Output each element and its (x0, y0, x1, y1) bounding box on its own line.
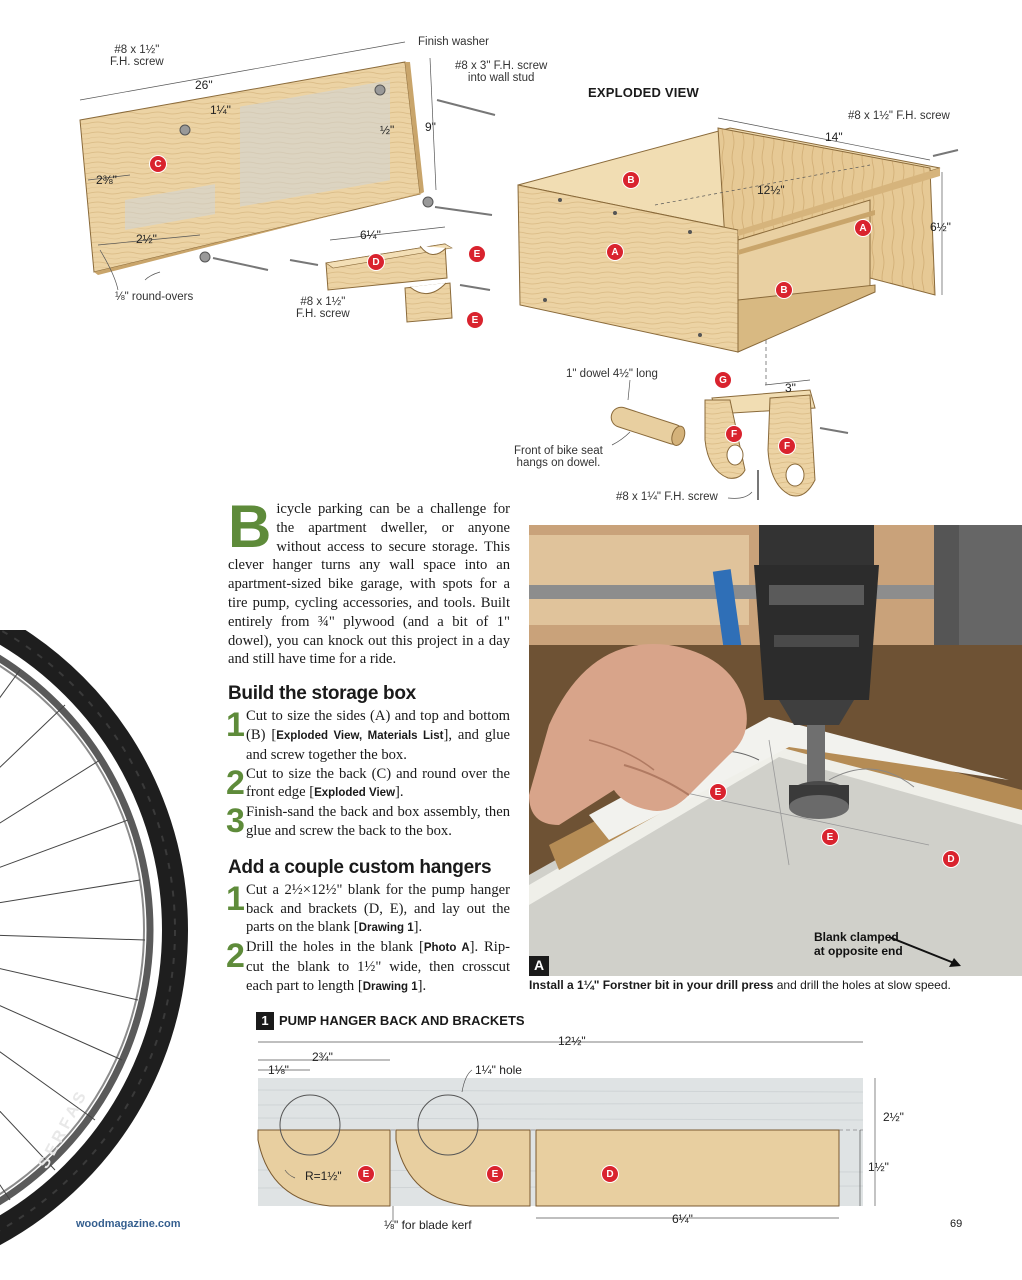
photo-a: A Blank clamped at opposite end E E D (529, 525, 1022, 976)
label-round-overs: ⅛" round-overs (115, 291, 194, 303)
d1-badge-e-1: E (357, 1165, 375, 1183)
step-reference: Drawing 1 (358, 922, 414, 935)
step-number: 2 (226, 763, 245, 802)
step-text: Finish-sand the back and box assembly, t… (246, 804, 510, 839)
step-text-end: ]. (413, 919, 423, 936)
bike-tire-illustration (0, 630, 188, 1245)
d1-dim-strip: 1½" (868, 1160, 889, 1174)
step-text-mid: ]. Rip-cut the blank to 1½" wide, then c… (246, 939, 510, 994)
part-badge-e-1: E (468, 245, 486, 263)
label-screw-top: #8 x 1½" F.H. screw (848, 110, 950, 122)
part-badge-f-2: F (778, 437, 796, 455)
section-heading-storage-box: Build the storage box (228, 683, 416, 705)
step-text: Drill the holes in the blank [ (246, 939, 424, 956)
drawing-1-number: 1 (256, 1012, 274, 1030)
step-text: Cut a 2½×12½" blank for the pump hanger … (246, 881, 510, 936)
part-badge-c: C (149, 155, 167, 173)
drawing-1-svg (257, 1041, 876, 1222)
d1-dim-back-length: 6¼" (672, 1212, 693, 1226)
step-number: 1 (226, 879, 245, 918)
photo-badge-d: D (942, 850, 960, 868)
label-screw-back: #8 x 1½" F.H. screw (110, 44, 164, 68)
footer-site[interactable]: woodmagazine.com (76, 1218, 181, 1230)
photo-badge-e-2: E (821, 828, 839, 846)
d1-dim-hole: 1¼" hole (475, 1063, 522, 1077)
step-text: Cut to size the back (C) and round over … (246, 765, 510, 801)
dim-back-width: 26" (195, 78, 213, 92)
caption-text: and drill the holes at slow speed. (773, 978, 951, 992)
label-finish-washer: Finish washer (418, 36, 489, 48)
step-reference: Exploded View, Materials List (276, 729, 444, 742)
part-badge-b-bottom: B (775, 281, 793, 299)
dim-bracket-width: 3" (785, 381, 796, 395)
dim-back-side: 2⅜" (96, 173, 117, 187)
step-text-end: ]. (395, 784, 404, 801)
dim-box-height: 6½" (930, 220, 951, 234)
dim-box-depth: 14" (825, 130, 843, 144)
d1-badge-d: D (601, 1165, 619, 1183)
drawing-1-title-text: PUMP HANGER BACK AND BRACKETS (279, 1013, 525, 1028)
photo-caption: Install a 1¼" Forstner bit in your drill… (529, 978, 1009, 993)
part-badge-e-2: E (466, 311, 484, 329)
step-reference: Photo A (423, 942, 470, 955)
d1-dim-height: 2½" (883, 1110, 904, 1124)
step-reference: Exploded View (314, 787, 396, 800)
d1-badge-e-2: E (486, 1165, 504, 1183)
photo-badge-e-1: E (709, 783, 727, 801)
photo-a-tag: A (534, 957, 545, 973)
part-badge-a-front: A (606, 243, 624, 261)
step-text: Cut to size the sides (A) and top and bo… (246, 708, 510, 743)
step-number: 3 (226, 802, 245, 841)
label-screw-bracket: #8 x 1¼" F.H. screw (616, 491, 718, 503)
d1-dim-kerf: ⅛" for blade kerf (384, 1218, 472, 1232)
d1-dim-small: 1⅛" (268, 1063, 289, 1077)
exploded-view-illustration: EXPLODED VIEW #8 x 1½" F.H. screw Finish… (0, 0, 1022, 503)
step-text-end: ]. (417, 977, 427, 994)
step-number: 2 (226, 937, 245, 976)
photo-callout: Blank clamped at opposite end (814, 930, 903, 958)
part-badge-g: G (714, 371, 732, 389)
part-badge-d: D (367, 253, 385, 271)
dim-back-bottom: 2½" (136, 232, 157, 246)
part-badge-a-back: A (854, 219, 872, 237)
d1-dim-first: 2¾" (312, 1050, 333, 1064)
label-screw-wall: #8 x 3" F.H. screw into wall stud (455, 60, 548, 84)
part-badge-b-top: B (622, 171, 640, 189)
dim-back-offset: 1¼" (210, 103, 231, 117)
drawing-1-title: 1 PUMP HANGER BACK AND BRACKETS (256, 1012, 525, 1030)
dim-back-height: 9" (425, 120, 436, 134)
d1-dim-overall: 12½" (558, 1034, 586, 1048)
label-dowel: 1" dowel 4½" long (566, 368, 658, 380)
photo-a-drill-press (529, 525, 1022, 976)
dim-back-half: ½" (380, 123, 395, 137)
caption-bold: Install a 1¼" Forstner bit in your drill… (529, 978, 774, 992)
dim-box-width: 12½" (757, 183, 785, 197)
step-text-end: ], and glue and screw together the box. (246, 726, 510, 763)
step-reference-2: Drawing 1 (362, 980, 418, 993)
step-number: 1 (226, 706, 245, 745)
dim-hanger-length: 6¼" (360, 228, 381, 242)
page-number: 69 (950, 1218, 963, 1230)
label-screw-hanger: #8 x 1½" F.H. screw (296, 296, 350, 320)
section-heading-custom-hangers: Add a couple custom hangers (228, 856, 492, 878)
d1-dim-radius: R=1½" (305, 1169, 342, 1183)
intro-text: icycle parking can be a challenge for th… (228, 501, 510, 668)
part-badge-f-1: F (725, 425, 743, 443)
exploded-view-title: EXPLODED VIEW (588, 85, 699, 100)
label-front-seat: Front of bike seat hangs on dowel. (514, 445, 603, 469)
exploded-view-svg (79, 41, 959, 500)
drop-cap: B (228, 493, 272, 560)
